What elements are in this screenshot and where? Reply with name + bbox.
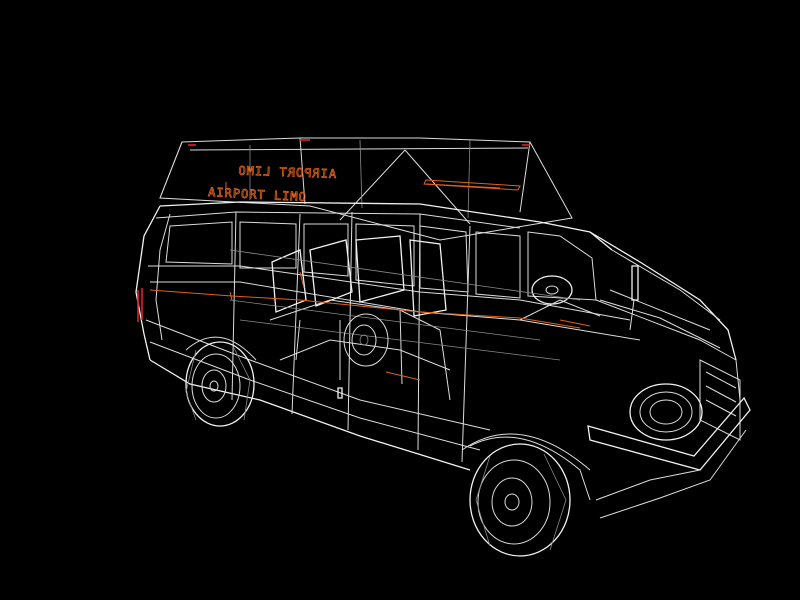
right-roof-sign: AIRPORT LIMO — [237, 164, 336, 181]
van-interior — [229, 235, 601, 401]
roof-box — [159, 137, 573, 241]
left-roof-sign: AIRPORT LIMO — [208, 185, 307, 204]
front-wheel — [461, 433, 591, 557]
steering-wheel — [531, 275, 573, 305]
far-wheel — [343, 313, 389, 367]
rear-wheel — [185, 336, 257, 427]
roof-signage: AIRPORT LIMO AIRPORT LIMO — [207, 163, 521, 205]
headlight — [629, 383, 703, 441]
tail-light — [137, 288, 143, 322]
van-front — [587, 231, 751, 519]
front-bumper — [587, 396, 751, 471]
side-mirror — [631, 265, 639, 301]
orange-accents — [149, 182, 591, 381]
grille — [699, 359, 741, 441]
